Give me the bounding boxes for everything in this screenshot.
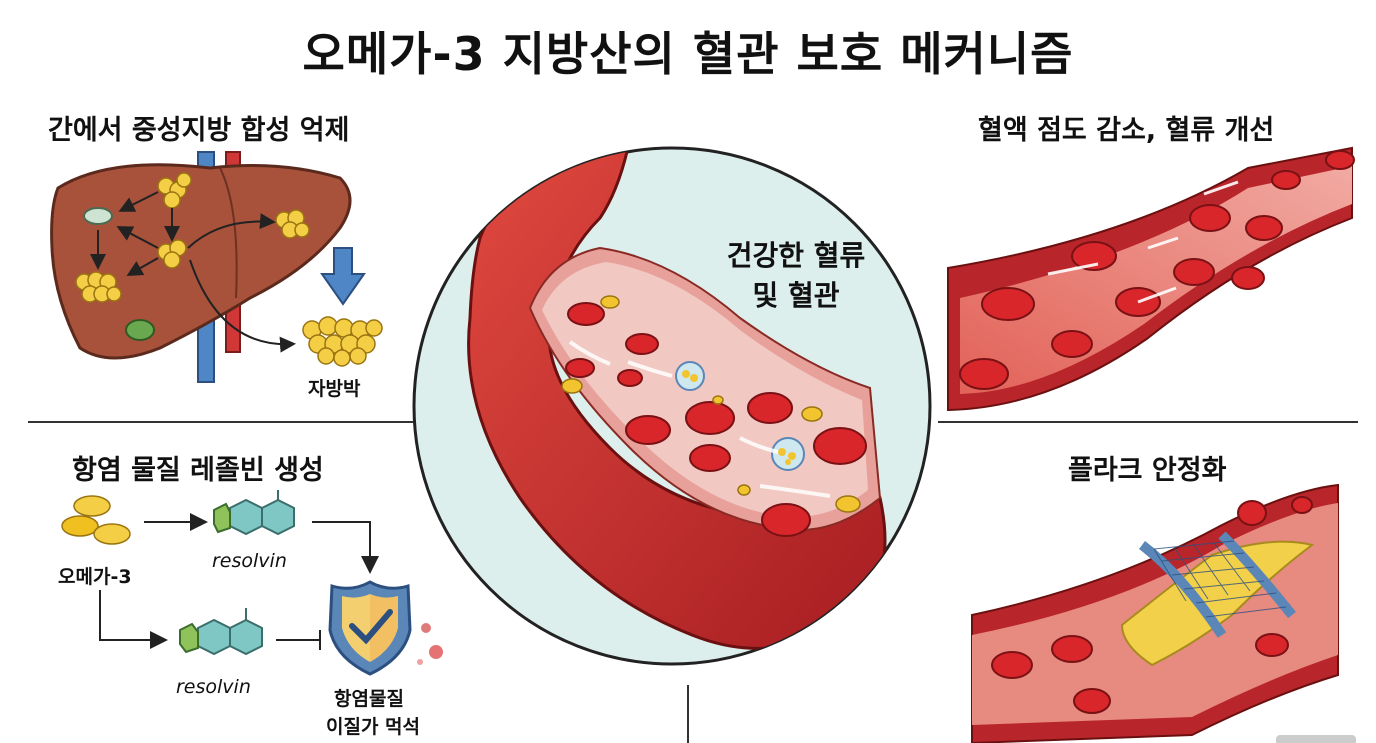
resolvin-molecule-bottom-icon xyxy=(197,618,263,656)
decrease-arrow-icon xyxy=(320,247,366,306)
flow-panel-title: 혈액 점도 감소, 혈류 개선 xyxy=(978,115,1275,146)
blood-cell-plaque-icon xyxy=(991,496,1313,714)
shield-label-line1: 항염물질 xyxy=(334,688,404,710)
center-label-line2: 및 혈관 xyxy=(752,279,840,312)
omega3-capsule-icon xyxy=(61,495,131,545)
blood-cell-flow-icon xyxy=(959,150,1355,390)
omega3-label: 오메가-3 xyxy=(58,566,132,588)
resolvin-diagram xyxy=(61,490,443,676)
fat-cluster-icon xyxy=(75,172,310,303)
omega-bubble-icon xyxy=(675,361,805,471)
liver-panel-title: 간에서 중성지방 합성 억제 xyxy=(48,115,350,146)
shield-label-line2: 이질가 먹석 xyxy=(326,716,421,738)
fat-droplet-icon xyxy=(561,295,861,513)
gallbladder-icon xyxy=(125,319,155,341)
divider-left xyxy=(28,421,416,423)
fat-label: 자방박 xyxy=(308,378,361,400)
center-label-line1: 건강한 혈류 xyxy=(726,239,866,272)
plaque-vessel-illustration xyxy=(971,483,1339,743)
page-title: 오메가-3 지방산의 혈관 보호 메커니즘 xyxy=(302,27,1074,81)
fat-droplets-icon xyxy=(302,316,383,367)
divider-right xyxy=(938,421,1358,423)
liver-illustration xyxy=(50,151,383,383)
plaque-icon xyxy=(1120,540,1315,667)
plaque-panel-title: 플라크 안정화 xyxy=(1068,455,1227,486)
watermark xyxy=(1276,735,1356,743)
resolvin-panel-title: 항염 물질 레졸빈 생성 xyxy=(72,455,324,486)
resolvin-molecule-icon xyxy=(229,498,295,536)
resolvin-label-top: resolvin xyxy=(212,550,287,572)
center-vessel-illustration xyxy=(412,146,932,666)
check-icon xyxy=(349,609,393,645)
center-label: 건강한 혈류 및 혈관 xyxy=(676,236,916,316)
flow-arrow-icon xyxy=(568,340,831,498)
divider-bottom xyxy=(687,685,689,743)
liver-icon xyxy=(50,163,352,360)
flow-vessel-illustration xyxy=(947,146,1355,412)
blood-cell-icon xyxy=(565,302,867,537)
resolvin-label-bottom: resolvin xyxy=(176,676,251,698)
